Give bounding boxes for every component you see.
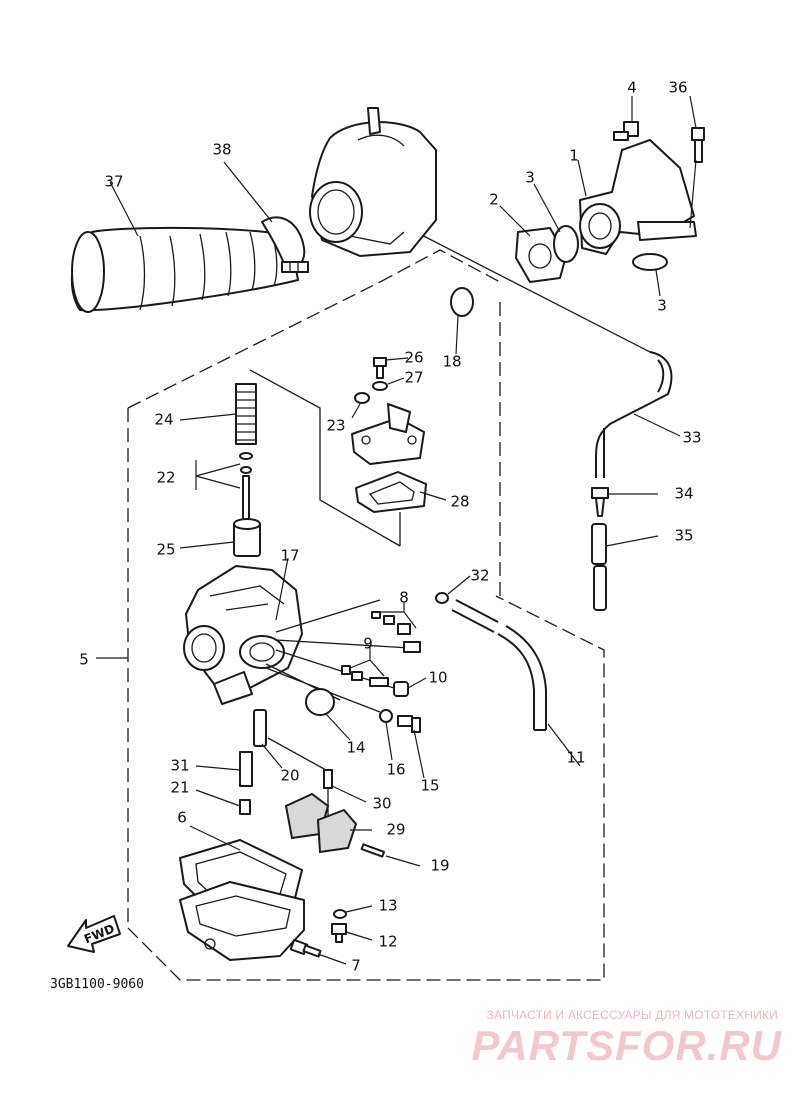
callout-14: 14 <box>346 739 365 757</box>
o-ring-lower <box>632 253 668 271</box>
throttle-spring <box>235 383 257 445</box>
vent-line <box>407 227 651 353</box>
callout-2: 2 <box>489 191 499 209</box>
plug-14 <box>305 688 335 716</box>
hose-clip <box>435 592 449 604</box>
callout-20: 20 <box>280 767 299 785</box>
float-pin <box>360 843 386 858</box>
float-chamber <box>179 881 305 961</box>
watermark-caption: ЗАПЧАСТИ И АКСЕССУАРЫ ДЛЯ МОТОТЕХНИКИ <box>486 1008 778 1022</box>
callout-25: 25 <box>156 541 175 559</box>
needle-washer-b <box>240 466 252 474</box>
washer-13 <box>333 909 347 919</box>
intake-boot <box>70 226 299 313</box>
drain-screw-12 <box>331 923 347 943</box>
callout-18: 18 <box>442 353 461 371</box>
needle-washer-a <box>239 452 253 460</box>
callout-labels: 1 2 3 3 4 5 6 7 8 9 10 11 12 13 14 15 16… <box>79 79 701 975</box>
air-filter-boundary <box>379 249 501 283</box>
callout-11: 11 <box>566 749 585 767</box>
manifold-bolt-36 <box>691 127 705 163</box>
callout-10: 10 <box>428 669 447 687</box>
hose-clamp <box>261 216 309 273</box>
callout-3a: 3 <box>525 169 535 187</box>
callout-24: 24 <box>154 411 173 429</box>
callout-34: 34 <box>674 485 693 503</box>
washer-16 <box>379 709 393 723</box>
o-ring-upper <box>553 225 579 263</box>
screw-7 <box>289 938 322 958</box>
callout-27: 27 <box>404 369 423 387</box>
callout-36: 36 <box>668 79 687 97</box>
callout-33: 33 <box>682 429 701 447</box>
manifold-bolt-4 <box>613 121 639 141</box>
idle-screw-set <box>341 665 389 687</box>
watermark-logo: PARTSFOR.RU <box>471 1022 782 1069</box>
cover-screw-26 <box>373 357 387 379</box>
callout-26: 26 <box>404 349 423 367</box>
cover-gasket <box>355 471 427 513</box>
callout-23: 23 <box>326 417 345 435</box>
hose-piece-35a <box>591 523 607 565</box>
callout-31: 31 <box>170 757 189 775</box>
callout-17: 17 <box>280 547 299 565</box>
vent-hose-33 <box>595 351 673 478</box>
hose-piece-35b <box>593 565 607 611</box>
callout-28: 28 <box>450 493 469 511</box>
callout-22: 22 <box>156 469 175 487</box>
callout-19: 19 <box>430 857 449 875</box>
callout-30: 30 <box>372 795 391 813</box>
assembly-boundary <box>127 281 605 981</box>
cover-guide <box>249 369 401 547</box>
callout-37: 37 <box>104 173 123 191</box>
hose-fitting <box>591 487 609 517</box>
callout-7: 7 <box>351 957 361 975</box>
cap-10 <box>393 681 409 697</box>
throttle-valve <box>233 518 261 557</box>
callout-9: 9 <box>363 635 373 653</box>
washer-27 <box>372 381 388 391</box>
callout-21: 21 <box>170 779 189 797</box>
main-jet <box>239 799 251 815</box>
callout-1: 1 <box>569 147 579 165</box>
callout-6: 6 <box>177 809 187 827</box>
main-nozzle-tube <box>253 709 267 747</box>
jet-needle <box>242 475 250 523</box>
callout-16: 16 <box>386 761 405 779</box>
callout-8: 8 <box>399 589 409 607</box>
airbox <box>309 107 437 257</box>
drain-hose-11 <box>451 599 547 731</box>
callout-5: 5 <box>79 651 89 669</box>
pilot-screw-set <box>371 611 421 653</box>
callout-15: 15 <box>420 777 439 795</box>
callout-12: 12 <box>378 933 397 951</box>
callout-13: 13 <box>378 897 397 915</box>
callout-32: 32 <box>470 567 489 585</box>
screw-15 <box>397 715 421 733</box>
carb-screw-guides <box>265 599 411 713</box>
pilot-jet <box>323 769 333 789</box>
diagram-code: 3GB1100-9060 <box>50 977 144 992</box>
float <box>284 792 358 854</box>
callout-3b: 3 <box>657 297 667 315</box>
tube-guide <box>267 737 327 771</box>
carburetor-body <box>183 565 303 705</box>
callout-35: 35 <box>674 527 693 545</box>
leader-lines <box>96 95 697 965</box>
callout-38: 38 <box>212 141 231 159</box>
intake-manifold <box>579 139 697 255</box>
main-nozzle <box>239 751 253 787</box>
spring-23 <box>354 392 370 404</box>
top-cover <box>351 403 425 465</box>
fwd-arrow-icon <box>67 915 121 953</box>
callout-4: 4 <box>627 79 637 97</box>
callout-29: 29 <box>386 821 405 839</box>
airbox-cap <box>450 287 474 317</box>
